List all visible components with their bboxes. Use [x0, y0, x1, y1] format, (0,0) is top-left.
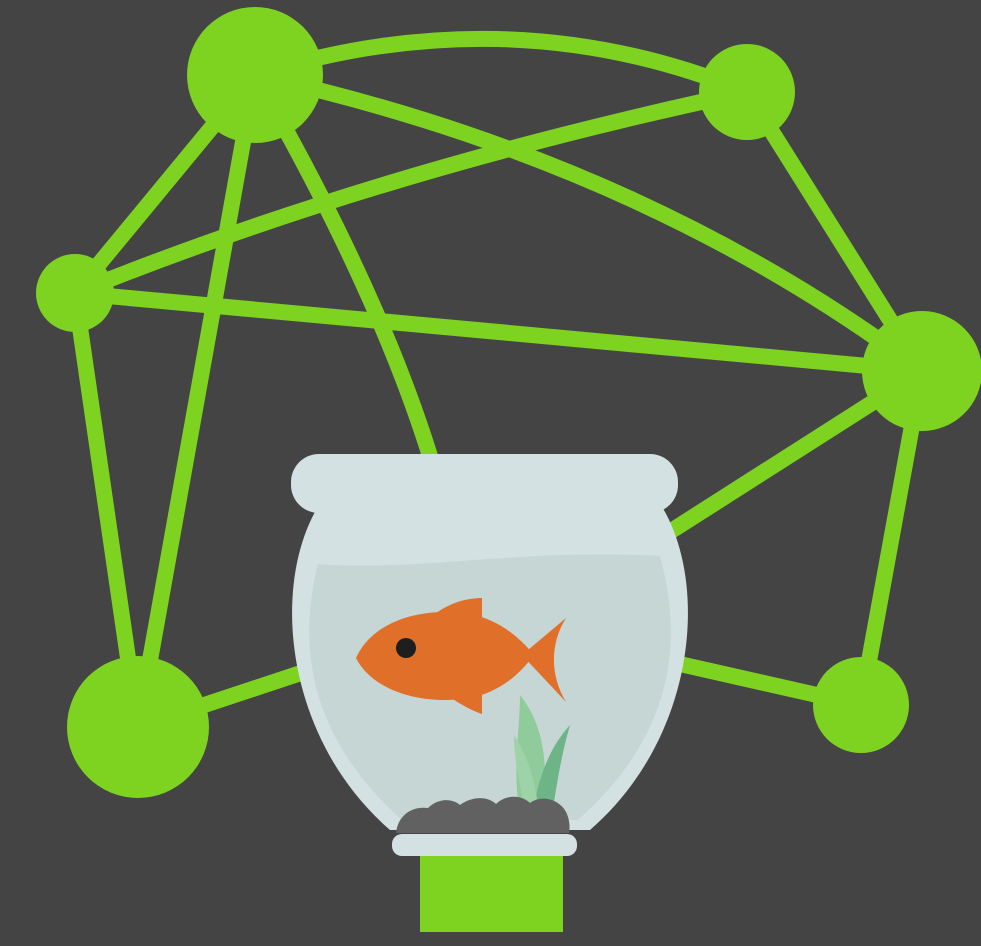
bowl-rim: [291, 454, 678, 513]
node: [36, 254, 114, 332]
pedestal-icon: [420, 848, 563, 932]
node: [67, 656, 209, 798]
bowl-base: [392, 834, 577, 856]
node: [187, 7, 323, 143]
node: [813, 657, 909, 753]
fish-eye: [396, 638, 416, 658]
node: [862, 311, 981, 431]
node: [699, 44, 795, 140]
